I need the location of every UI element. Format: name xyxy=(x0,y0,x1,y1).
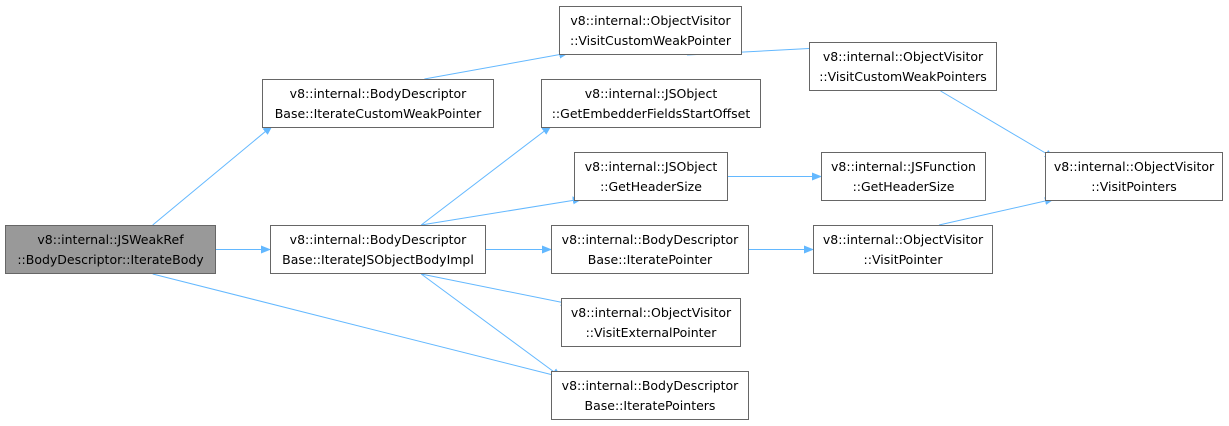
node-label-line1: v8::internal::BodyDescriptor xyxy=(289,231,467,247)
node-label-line2: ::VisitExternalPointer xyxy=(585,324,717,340)
node-label-line1: v8::internal::JSObject xyxy=(584,85,718,101)
node-iterate-jsobject-body-impl[interactable]: v8::internal::BodyDescriptor Base::Itera… xyxy=(270,225,486,274)
node-label-line1: v8::internal::JSFunction xyxy=(831,158,976,174)
node-visit-custom-weak-pointer[interactable]: v8::internal::ObjectVisitor ::VisitCusto… xyxy=(559,6,742,55)
node-visit-custom-weak-pointers[interactable]: v8::internal::ObjectVisitor ::VisitCusto… xyxy=(809,42,997,91)
edge-iterate_jsobject_body_impl-to-visit_external_pointer xyxy=(421,273,571,307)
node-get-embedder-fields-start-offset[interactable]: v8::internal::JSObject ::GetEmbedderFiel… xyxy=(541,79,761,128)
node-iterate-pointers[interactable]: v8::internal::BodyDescriptor Base::Itera… xyxy=(551,371,749,420)
node-label-line2: ::VisitCustomWeakPointers xyxy=(819,68,987,84)
node-label-line1: v8::internal::BodyDescriptor xyxy=(289,85,467,101)
node-label-line1: v8::internal::JSWeakRef xyxy=(37,231,184,247)
node-label-line2: ::VisitPointers xyxy=(1091,178,1177,194)
node-label-line1: v8::internal::BodyDescriptor xyxy=(561,377,739,393)
edge-visit_pointer-to-visit_pointers xyxy=(938,197,1055,226)
node-jsobject-get-header-size[interactable]: v8::internal::JSObject ::GetHeaderSize xyxy=(574,152,728,201)
edge-visit_custom_weak_pointers-to-visit_pointers xyxy=(940,90,1055,159)
node-label-line1: v8::internal::ObjectVisitor xyxy=(570,12,731,28)
node-jsweakref-iteratebody[interactable]: v8::internal::JSWeakRef ::BodyDescriptor… xyxy=(5,225,216,274)
node-label-line1: v8::internal::BodyDescriptor xyxy=(561,231,739,247)
node-label-line1: v8::internal::ObjectVisitor xyxy=(1053,158,1215,174)
edge-iterate_jsobject_body_impl-to-get_embedder_fields_start_offset xyxy=(420,125,552,226)
edge-iterate_jsobject_body_impl-to-jsobject_get_header_size xyxy=(421,196,583,226)
node-label-line1: v8::internal::ObjectVisitor xyxy=(822,231,984,247)
edge-jsweakref_iteratebody-to-iterate_custom_weak_pointer xyxy=(152,125,273,226)
node-iterate-pointer[interactable]: v8::internal::BodyDescriptor Base::Itera… xyxy=(551,225,749,274)
node-label-line2: Base::IterateJSObjectBodyImpl xyxy=(282,251,474,267)
node-label-line2: ::VisitPointer xyxy=(863,251,943,267)
node-label-line1: v8::internal::ObjectVisitor xyxy=(570,304,732,320)
edge-iterate_jsobject_body_impl-to-iterate_pointers xyxy=(420,273,562,378)
node-label-line1: v8::internal::ObjectVisitor xyxy=(822,48,984,64)
node-iterate-custom-weak-pointer[interactable]: v8::internal::BodyDescriptor Base::Itera… xyxy=(262,79,494,128)
node-label-line2: ::GetHeaderSize xyxy=(852,178,955,194)
node-visit-pointer[interactable]: v8::internal::ObjectVisitor ::VisitPoint… xyxy=(813,225,993,274)
node-label-line2: Base::IteratePointers xyxy=(584,397,716,413)
node-jsfunction-get-header-size[interactable]: v8::internal::JSFunction ::GetHeaderSize xyxy=(821,152,986,201)
node-label-line1: v8::internal::JSObject xyxy=(584,158,718,174)
edge-iterate_custom_weak_pointer-to-visit_custom_weak_pointer xyxy=(424,50,570,80)
node-label-line2: ::VisitCustomWeakPointer xyxy=(569,32,732,48)
node-label-line2: Base::IteratePointer xyxy=(587,251,713,267)
edge-jsweakref_iteratebody-to-iterate_pointers xyxy=(152,273,562,379)
node-visit-external-pointer[interactable]: v8::internal::ObjectVisitor ::VisitExter… xyxy=(561,298,741,347)
node-label-line2: ::BodyDescriptor::IterateBody xyxy=(17,251,204,267)
node-label-line2: Base::IterateCustomWeakPointer xyxy=(274,105,482,121)
node-label-line2: ::GetEmbedderFieldsStartOffset xyxy=(551,105,751,121)
node-visit-pointers[interactable]: v8::internal::ObjectVisitor ::VisitPoint… xyxy=(1045,152,1223,201)
node-label-line2: ::GetHeaderSize xyxy=(600,178,702,194)
